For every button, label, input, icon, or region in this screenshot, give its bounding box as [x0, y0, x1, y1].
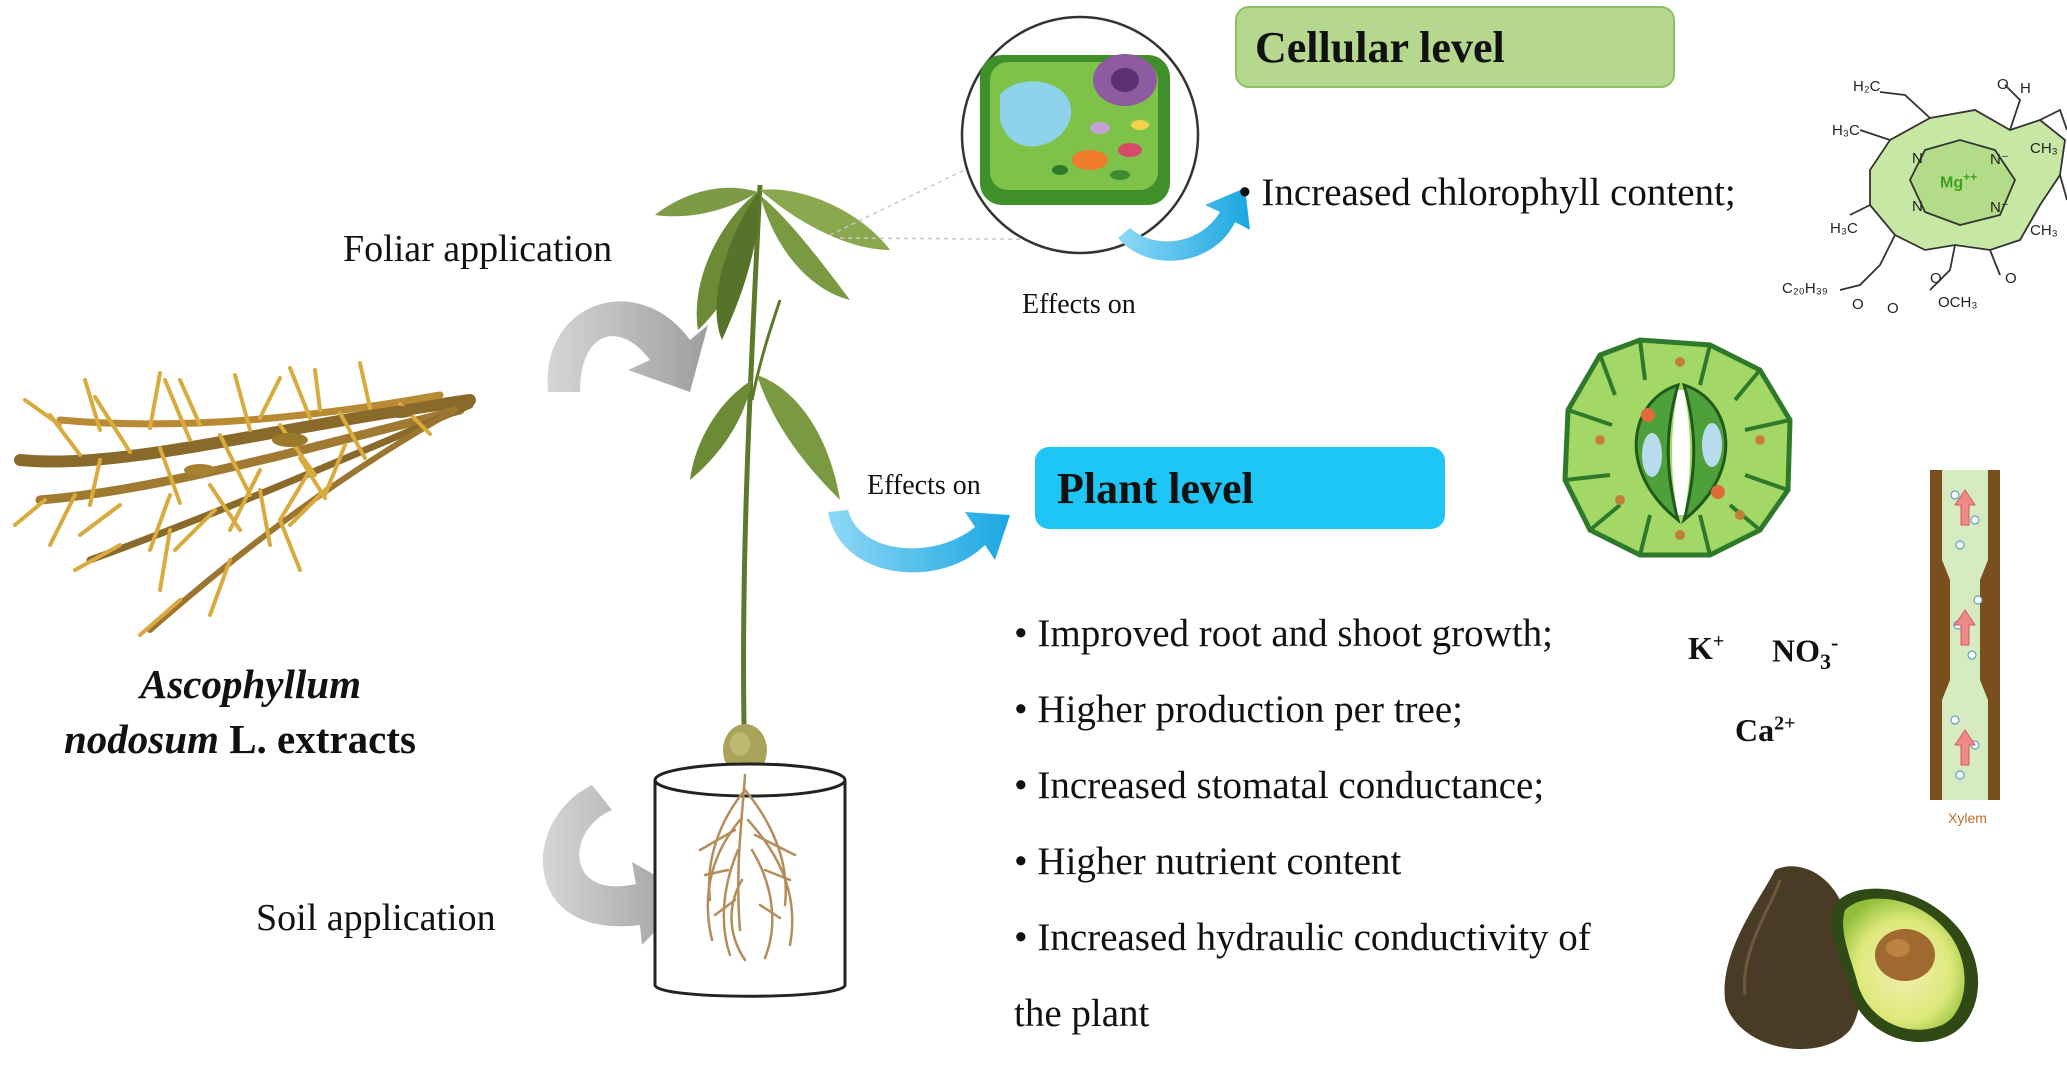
chem-label-o-ring: O: [2005, 270, 2017, 287]
cellular-level-banner: Cellular level: [1235, 6, 1675, 88]
cellular-effects-label: Effects on: [1022, 289, 1136, 320]
plant-bullet-5: the plant: [1014, 992, 1150, 1035]
chem-label-h3c-lower: H₃C: [1830, 220, 1858, 237]
chem-label-ch3-upper: CH₃: [2030, 140, 2058, 157]
extract-name-line1: Ascophyllum: [140, 661, 361, 707]
potassium-ion: K+: [1688, 630, 1725, 666]
cellular-curved-arrow-icon: [1118, 188, 1250, 261]
chlorophyll-metal-label: Mg++: [1940, 170, 1978, 192]
extract-name-line2: nodosum L. extracts: [64, 716, 416, 762]
plant-bullet-1: • Higher production per tree;: [1014, 688, 1463, 731]
chem-label-c20h39: C₂₀H₃₉: [1782, 280, 1828, 297]
plant-cell-icon: [960, 15, 1200, 255]
plant-curved-arrow-icon: [828, 510, 1010, 573]
cellular-bullet-0: • Increased chlorophyll content;: [1238, 171, 1736, 214]
chem-label-n4: N⁻: [1990, 199, 2009, 216]
soil-curved-arrow-icon: [542, 785, 690, 945]
avocado-fruit-icon: [1724, 866, 1979, 1050]
chem-label-h2c: H₂C: [1853, 78, 1881, 95]
chem-label-o-ester1: O: [1852, 296, 1864, 313]
foliar-curved-arrow-icon: [547, 301, 708, 392]
plant-effects-label: Effects on: [867, 470, 981, 501]
pot-icon: [653, 762, 847, 998]
chem-label-o-ester2: O: [1887, 300, 1899, 317]
seaweed-icon: [13, 361, 476, 637]
calcium-ion: Ca2+: [1735, 712, 1796, 748]
foliar-application-label: Foliar application: [343, 228, 613, 270]
chem-label-h3c-upper: H₃C: [1832, 122, 1860, 139]
cellular-level-title: Cellular level: [1255, 22, 1505, 72]
plant-bullet-0: • Improved root and shoot growth;: [1014, 612, 1553, 655]
xylem-vessel-icon: [1930, 470, 2000, 800]
nitrate-ion: NO3-: [1772, 630, 1839, 675]
chem-label-n2: N⁻: [1990, 151, 2009, 168]
plant-bullet-3: • Higher nutrient content: [1014, 840, 1402, 883]
avocado-plant-icon: [655, 184, 890, 776]
chem-label-h-top: H: [2020, 80, 2031, 97]
plant-level-title: Plant level: [1057, 463, 1254, 513]
plant-level-banner: Plant level: [1035, 447, 1445, 529]
chem-label-ch3-lower: CH₃: [2030, 222, 2058, 239]
chem-label-n3: N: [1912, 198, 1923, 215]
plant-bullet-4: • Increased hydraulic conductivity of: [1014, 916, 1591, 959]
soil-application-label: Soil application: [256, 897, 496, 939]
chem-label-och3: OCH₃: [1938, 294, 1978, 311]
stomata-icon: [1562, 337, 1793, 558]
chem-label-o-top: O: [1997, 76, 2009, 93]
chem-label-n1: N: [1912, 150, 1923, 167]
plant-bullet-2: • Increased stomatal conductance;: [1014, 764, 1545, 807]
chlorophyll-molecule-icon: [1839, 84, 2067, 291]
xylem-label: Xylem: [1948, 810, 1987, 826]
chem-label-o-ester3: O: [1930, 270, 1942, 287]
